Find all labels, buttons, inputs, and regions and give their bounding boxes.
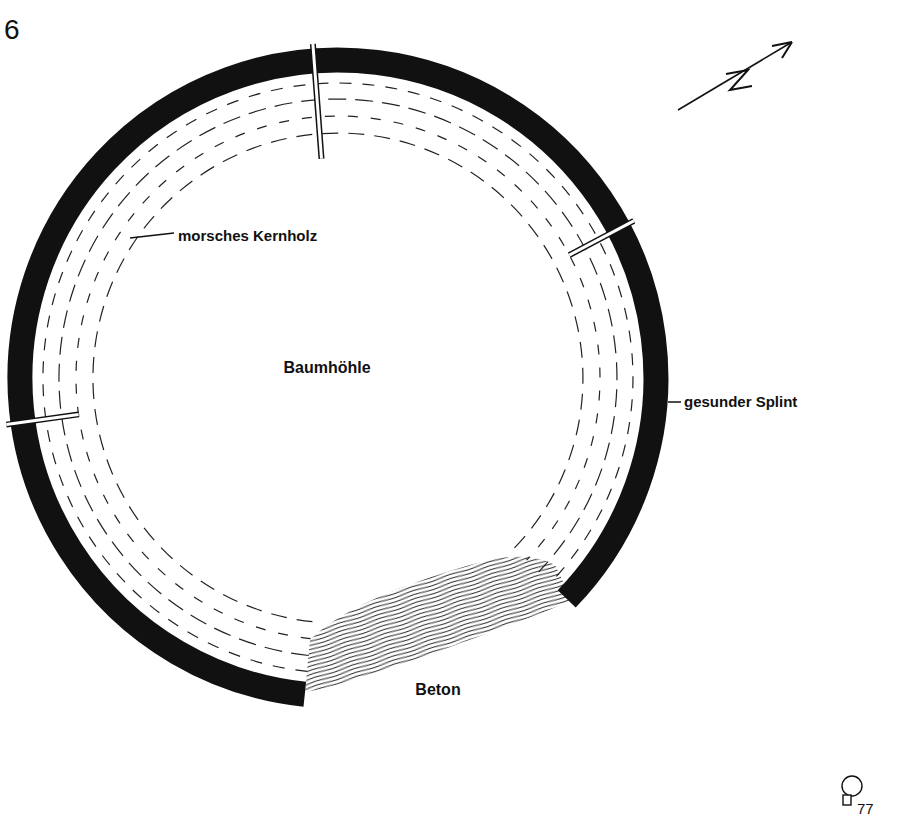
leader-line (130, 233, 174, 238)
radial-cracks (6, 44, 634, 425)
sapwood-ring (20, 60, 656, 694)
leader-line (668, 401, 681, 403)
part-label: gesunder Splint (682, 393, 799, 410)
north-arrow (678, 42, 792, 110)
logo-number: 77 (855, 800, 876, 817)
part-label: morsches Kernholz (176, 227, 319, 244)
concrete-fill (305, 557, 572, 692)
figure-number: 6 (2, 14, 22, 46)
part-label: Baumhöhle (281, 359, 372, 377)
part-label: Beton (413, 681, 462, 699)
